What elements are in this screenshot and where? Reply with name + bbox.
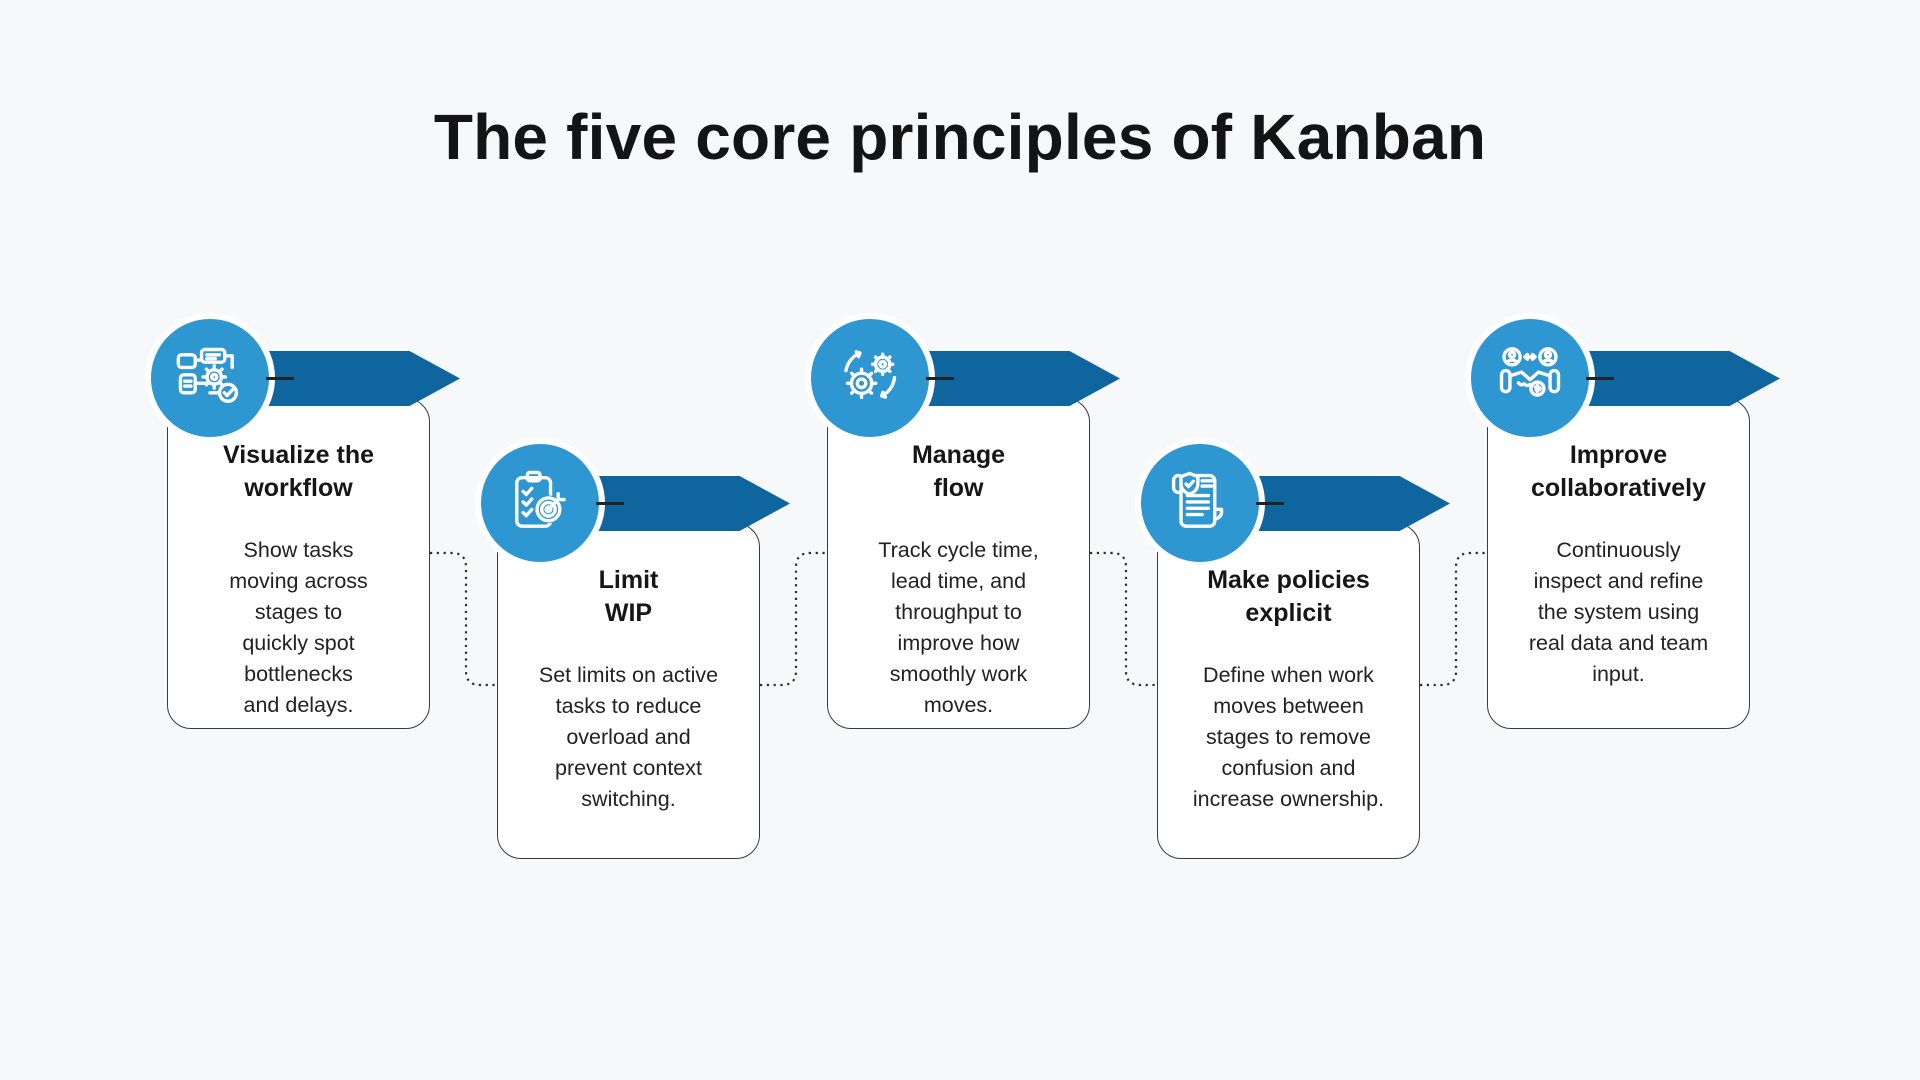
clipboard-target-icon bbox=[515, 470, 566, 528]
principle-card-limit-wip: Limit WIP Set limits on active tasks to … bbox=[475, 438, 790, 859]
card-title: Visualize the workflow bbox=[223, 441, 374, 502]
connector-4-5 bbox=[1420, 551, 1487, 687]
card-body: Track cycle time, lead time, and through… bbox=[878, 538, 1039, 717]
badge-connector-line bbox=[266, 377, 294, 380]
badge-circle bbox=[475, 438, 605, 568]
gears-flow-icon bbox=[844, 350, 897, 400]
workflow-icon bbox=[176, 347, 239, 403]
card-body: Continuously inspect and refine the syst… bbox=[1528, 538, 1709, 686]
card-body: Define when work moves between stages to… bbox=[1192, 663, 1385, 811]
connector-3-4 bbox=[1090, 551, 1157, 687]
badge-circle bbox=[1465, 313, 1595, 443]
principle-card-manage-flow: Manage flow Track cycle time, lead time,… bbox=[805, 313, 1120, 729]
badge-connector-line bbox=[1586, 377, 1614, 380]
badge-connector-line bbox=[1256, 502, 1284, 505]
badge-circle bbox=[145, 313, 275, 443]
badge-circle bbox=[1135, 438, 1265, 568]
badge-circle bbox=[805, 313, 935, 443]
badge-connector-line bbox=[596, 502, 624, 505]
connector-1-2 bbox=[430, 551, 497, 687]
badge-connector-line bbox=[926, 377, 954, 380]
principle-card-make-policies-explicit: Make policies explicit Define when work … bbox=[1135, 438, 1450, 859]
policy-scroll-icon bbox=[1171, 471, 1224, 528]
page-title: The five core principles of Kanban bbox=[433, 101, 1487, 173]
card-title: Improve collaboratively bbox=[1530, 441, 1707, 502]
card-title: Make policies explicit bbox=[1207, 566, 1370, 627]
principle-card-visualize-workflow: Visualize the workflow Show tasks moving… bbox=[145, 313, 460, 729]
card-body: Set limits on active tasks to reduce ove… bbox=[538, 663, 719, 811]
principle-card-improve-collaboratively: Improve collaboratively Continuously ins… bbox=[1465, 313, 1780, 729]
card-body: Show tasks moving across stages to quick… bbox=[229, 538, 368, 717]
card-title: Limit WIP bbox=[598, 566, 659, 627]
connector-2-3 bbox=[760, 551, 827, 687]
handshake-icon bbox=[1499, 347, 1561, 397]
card-title: Manage flow bbox=[911, 441, 1006, 502]
